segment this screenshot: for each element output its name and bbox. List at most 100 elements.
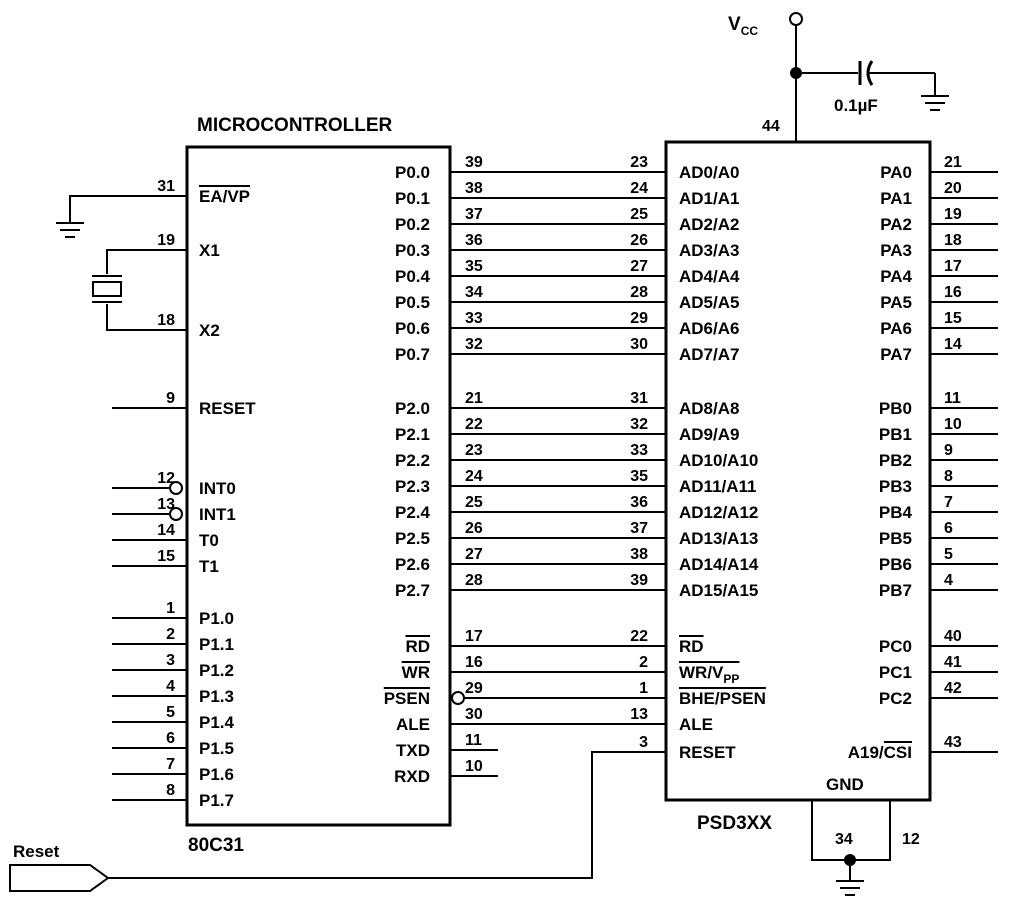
mcu-pin-label: P2.7 xyxy=(395,581,430,600)
mcu-pin-number: 9 xyxy=(166,390,175,407)
gnd-label: GND xyxy=(826,775,864,794)
mcu-pin-number: 27 xyxy=(465,546,483,563)
psd-port-label: PB4 xyxy=(879,503,913,522)
mcu-pin-label: P0.3 xyxy=(395,241,430,260)
mcu-pin-label: P2.2 xyxy=(395,451,430,470)
ground-icon xyxy=(921,95,949,111)
psd-pin-number: 23 xyxy=(630,154,648,171)
mcu-pin-label: RESET xyxy=(199,399,256,418)
mcu-pin-number: 23 xyxy=(465,442,483,459)
mcu-pin-number: 28 xyxy=(465,572,483,589)
mcu-pin-label: P2.3 xyxy=(395,477,430,496)
mcu-pin-number: 33 xyxy=(465,310,483,327)
psd-pin-label: AD7/A7 xyxy=(679,345,739,364)
psd-pin-number: 2 xyxy=(639,654,648,671)
psd-pin-number: 35 xyxy=(630,468,648,485)
mcu-pin-number: 5 xyxy=(166,704,175,721)
mcu-pin-number: 15 xyxy=(157,548,175,565)
psd-port-label: PC0 xyxy=(879,637,912,656)
mcu-pin-label: RD xyxy=(405,637,430,656)
psd-pin-label: AD8/A8 xyxy=(679,399,739,418)
psd-port-number: 14 xyxy=(944,336,962,353)
psd-pin-label: AD13/A13 xyxy=(679,529,758,548)
input-connector-icon xyxy=(9,864,110,892)
psd-port-number: 15 xyxy=(944,310,962,327)
diagram-title: MICROCONTROLLER xyxy=(197,115,393,136)
mcu-pin-number: 13 xyxy=(157,496,175,513)
psd-pin-label: WR/VPP xyxy=(679,663,739,686)
mcu-pin-label: T0 xyxy=(199,531,219,550)
mcu-pin-label: P0.4 xyxy=(395,267,431,286)
psd-pin-number: 32 xyxy=(630,416,648,433)
psd-port-number: 11 xyxy=(944,390,961,407)
mcu-pin-number: 22 xyxy=(465,416,483,433)
mcu-pin-label: INT0 xyxy=(199,479,236,498)
psd-port-number: 41 xyxy=(944,654,962,671)
psd-port-label: PB2 xyxy=(879,451,912,470)
psd-port-number: 10 xyxy=(944,416,962,433)
mcu-pin-number: 31 xyxy=(157,178,175,195)
psd-pin-number: 24 xyxy=(630,180,648,197)
psd-pin-label: AD9/A9 xyxy=(679,425,739,444)
psd-port-number: 42 xyxy=(944,680,962,697)
psd-port-label: PA6 xyxy=(880,319,912,338)
psd-pin-number: 25 xyxy=(630,206,648,223)
psd-ground: GND 34 12 xyxy=(811,775,920,896)
psd-port-label: PB6 xyxy=(879,555,912,574)
mcu-pin-number: 6 xyxy=(166,730,175,747)
psd-pin-number: 28 xyxy=(630,284,648,301)
ground-icon xyxy=(836,880,864,896)
psd-port-label: PC2 xyxy=(879,689,912,708)
mcu-pin-number: 37 xyxy=(465,206,483,223)
psd-pin-label: AD14/A14 xyxy=(679,555,759,574)
mcu-pin-number: 1 xyxy=(166,600,175,617)
psd-port-number: 16 xyxy=(944,284,962,301)
psd-port-label: PA2 xyxy=(880,215,912,234)
reset-input: Reset xyxy=(9,751,666,892)
mcu-pin-label: INT1 xyxy=(199,505,236,524)
psd-port-number: 7 xyxy=(944,494,953,511)
mcu-pin-label: EA/VP xyxy=(199,187,250,206)
mcu-pin-number: 36 xyxy=(465,232,483,249)
mcu-pin-number: 3 xyxy=(166,652,175,669)
inversion-bubble-icon xyxy=(169,481,183,495)
mcu-pin-label: P0.5 xyxy=(395,293,430,312)
psd-pin-number: 36 xyxy=(630,494,648,511)
psd-pin-label: ALE xyxy=(679,715,713,734)
mcu-pin-number: 35 xyxy=(465,258,483,275)
mcu-pin-number: 12 xyxy=(157,470,175,487)
psd-pin-label: AD10/A10 xyxy=(679,451,758,470)
mcu-pin-number: 2 xyxy=(166,626,175,643)
mcu-pin-number: 8 xyxy=(166,782,175,799)
psd-pin-label: AD4/A4 xyxy=(679,267,740,286)
mcu-pin-label: PSEN xyxy=(384,689,430,708)
mcu-pin-number: 25 xyxy=(465,494,483,511)
psd-port-number: 21 xyxy=(944,154,962,171)
psd-port-label: A19/CSI xyxy=(848,743,912,762)
mcu-pin-label: P0.6 xyxy=(395,319,430,338)
vcc-terminal-icon xyxy=(789,12,803,26)
psd-pin-number: 33 xyxy=(630,442,648,459)
mcu-pin-label: P2.5 xyxy=(395,529,430,548)
psd-port-number: 18 xyxy=(944,232,962,249)
psd-port-number: 20 xyxy=(944,180,962,197)
psd-port-label: PB0 xyxy=(879,399,912,418)
mcu-pin-label: P2.6 xyxy=(395,555,430,574)
mcu-pin-number: 21 xyxy=(465,390,483,407)
mcu-pin-label: WR xyxy=(402,663,430,682)
mcu-pin-label: P2.0 xyxy=(395,399,430,418)
mcu-pin-number: 26 xyxy=(465,520,483,537)
inversion-bubble-icon xyxy=(169,507,183,521)
psd-pin-number: 31 xyxy=(630,390,648,407)
psd-pin-number: 13 xyxy=(630,706,648,723)
mcu-pin-label: ALE xyxy=(396,715,430,734)
psd-pin-label: AD12/A12 xyxy=(679,503,758,522)
mcu-pin-number: 17 xyxy=(465,628,483,645)
psd-pin-number: 30 xyxy=(630,336,648,353)
psd-pin-label: AD15/A15 xyxy=(679,581,758,600)
mcu-pin-label: P1.4 xyxy=(199,713,235,732)
capacitor-value-label: 0.1µF xyxy=(834,96,878,115)
mcu-pin-label: X1 xyxy=(199,241,220,260)
psd-port-label: PA7 xyxy=(880,345,912,364)
